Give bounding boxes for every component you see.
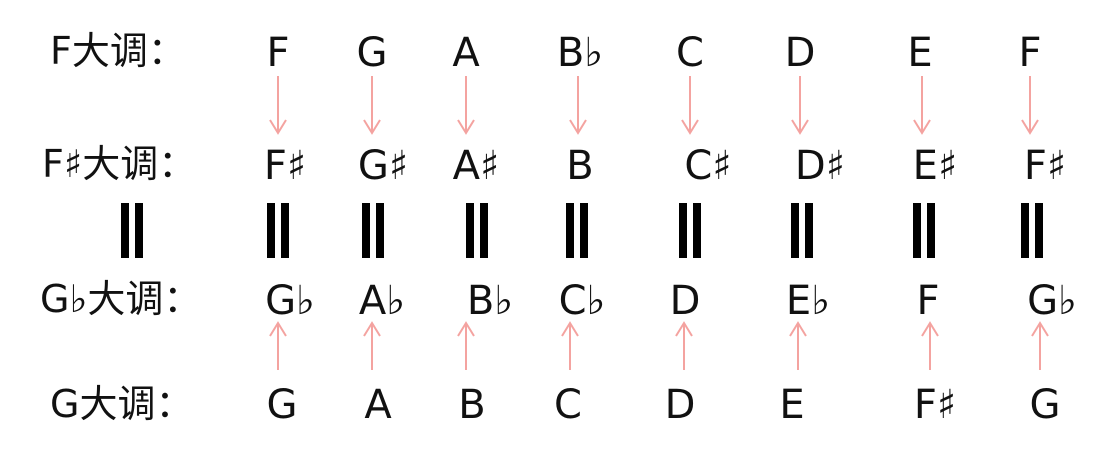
row-label-g-flat-major: G♭大调： bbox=[40, 277, 202, 321]
arrow-up-icon bbox=[1030, 321, 1050, 370]
arrow-up-icon bbox=[920, 321, 940, 370]
equals-sign-icon bbox=[361, 203, 385, 258]
note-f-sharp-major-6: D♯ bbox=[794, 143, 846, 189]
equals-sign-icon bbox=[120, 203, 144, 258]
row-label-f-major: F大调： bbox=[50, 29, 186, 73]
note-g-flat-major-4: C♭ bbox=[558, 278, 606, 324]
arrow-up-icon bbox=[788, 321, 808, 370]
equals-sign-icon bbox=[678, 203, 702, 258]
arrow-up-icon bbox=[456, 321, 476, 370]
note-f-sharp-major-8: F♯ bbox=[1023, 143, 1067, 189]
arrow-up-icon bbox=[362, 321, 382, 370]
note-f-major-4: B♭ bbox=[556, 30, 604, 76]
arrow-down-icon bbox=[456, 76, 476, 135]
note-g-major-1: G bbox=[266, 382, 298, 428]
note-f-sharp-major-5: C♯ bbox=[684, 143, 732, 189]
note-f-sharp-major-7: E♯ bbox=[912, 143, 958, 189]
equals-sign-icon bbox=[1020, 203, 1044, 258]
note-g-major-2: A bbox=[364, 382, 392, 428]
note-g-flat-major-8: G♭ bbox=[1027, 278, 1077, 324]
note-f-major-7: E bbox=[907, 30, 933, 76]
note-g-flat-major-6: E♭ bbox=[785, 278, 831, 324]
arrow-up-icon bbox=[560, 321, 580, 370]
note-g-major-7: F♯ bbox=[913, 382, 957, 428]
note-f-major-3: A bbox=[452, 30, 480, 76]
equals-sign-icon bbox=[790, 203, 814, 258]
arrow-down-icon bbox=[568, 76, 588, 135]
arrow-up-icon bbox=[674, 321, 694, 370]
note-g-major-5: D bbox=[664, 382, 696, 428]
arrow-up-icon bbox=[268, 321, 288, 370]
row-label-g-major: G大调： bbox=[50, 382, 194, 426]
arrow-down-icon bbox=[362, 76, 382, 135]
note-g-flat-major-2: A♭ bbox=[358, 278, 406, 324]
arrow-down-icon bbox=[268, 76, 288, 135]
equals-sign-icon bbox=[565, 203, 589, 258]
note-f-major-5: C bbox=[676, 30, 704, 76]
note-g-flat-major-1: G♭ bbox=[265, 278, 315, 324]
equals-sign-icon bbox=[266, 203, 290, 258]
equals-sign-icon bbox=[912, 203, 936, 258]
equals-sign-icon bbox=[465, 203, 489, 258]
note-f-sharp-major-4: B bbox=[566, 143, 594, 189]
row-label-f-sharp-major: F♯大调： bbox=[42, 142, 197, 186]
note-g-major-3: B bbox=[458, 382, 486, 428]
note-f-sharp-major-2: G♯ bbox=[357, 143, 409, 189]
note-g-major-6: E bbox=[779, 382, 805, 428]
note-g-flat-major-3: B♭ bbox=[466, 278, 514, 324]
note-f-sharp-major-3: A♯ bbox=[452, 143, 500, 189]
note-g-flat-major-7: F bbox=[916, 278, 940, 324]
note-f-sharp-major-1: F♯ bbox=[263, 143, 307, 189]
note-g-flat-major-5: D bbox=[669, 278, 701, 324]
arrow-down-icon bbox=[912, 76, 932, 135]
arrow-down-icon bbox=[790, 76, 810, 135]
note-g-major-8: G bbox=[1029, 382, 1061, 428]
arrow-down-icon bbox=[680, 76, 700, 135]
note-f-major-1: F bbox=[266, 30, 290, 76]
note-g-major-4: C bbox=[554, 382, 582, 428]
note-f-major-2: G bbox=[356, 30, 388, 76]
note-f-major-6: D bbox=[784, 30, 816, 76]
arrow-down-icon bbox=[1020, 76, 1040, 135]
note-f-major-8: F bbox=[1018, 30, 1042, 76]
